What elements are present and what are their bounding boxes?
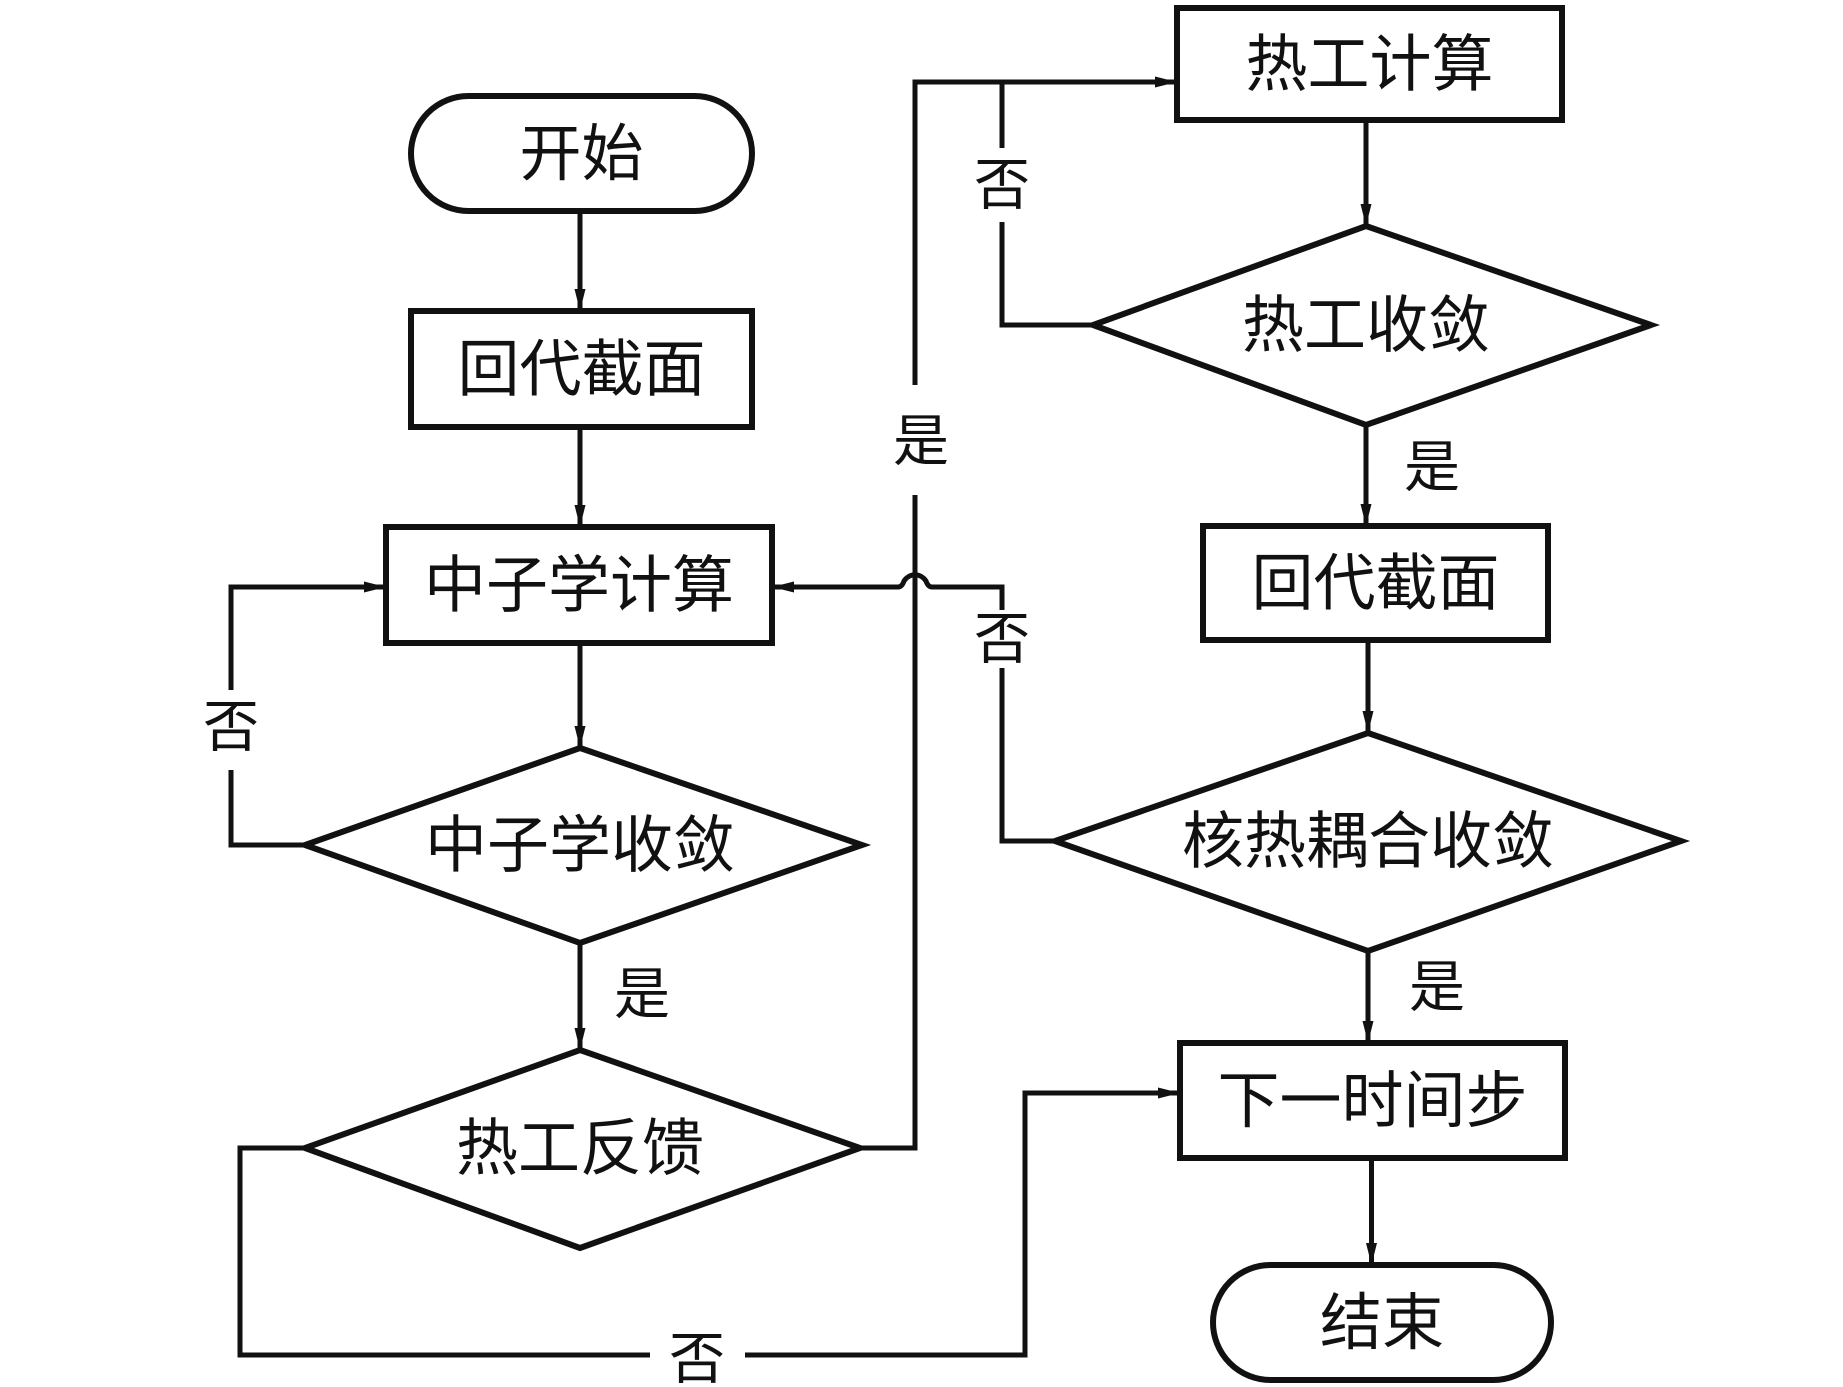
th-feedback-no-label: 否 <box>669 1328 725 1387</box>
edges-group <box>228 76 1377 1358</box>
next-step-label: 下一时间步 <box>1217 1064 1527 1137</box>
neutron-calc-label: 中子学计算 <box>424 549 734 622</box>
neutron-conv-no-label: 否 <box>203 696 259 761</box>
xs2-process-box <box>1200 523 1551 643</box>
end-terminal <box>1210 1262 1554 1383</box>
xs2-label: 回代截面 <box>1251 547 1499 620</box>
neutron-conv-decision <box>296 744 872 947</box>
th-conv-decision <box>1084 222 1661 429</box>
th-calc-process-box <box>1174 5 1565 123</box>
start-label: 开始 <box>519 117 643 190</box>
next-step-process-box <box>1177 1040 1568 1161</box>
neutron-calc-process-box <box>383 524 775 646</box>
edge-th-conv-no-loop-a <box>999 222 1093 328</box>
edge-coupling-no-b <box>772 572 1005 610</box>
edge-th-feedback-yes-b <box>912 76 1177 385</box>
edge-labels-group: 否 是 是 否 否 是 否 是 <box>203 154 1465 1387</box>
th-conv-yes-label: 是 <box>1404 436 1460 501</box>
neutron-conv-yes-label: 是 <box>614 963 670 1028</box>
node-labels-group: 开始 回代截面 中子学计算 中子学收敛 热工反馈 热工计算 热工收敛 回代截面 … <box>424 28 1554 1360</box>
th-conv-no-label: 否 <box>974 154 1030 219</box>
th-calc-label: 热工计算 <box>1245 28 1493 101</box>
edge-th-feedback-no-b <box>745 1087 1180 1358</box>
edge-neutron-conv-no-loop-b <box>228 581 386 690</box>
edge-th-feedback-yes-a <box>860 495 918 1151</box>
xs1-process-box <box>408 308 755 430</box>
th-feedback-label: 热工反馈 <box>456 1112 704 1185</box>
neutron-conv-label: 中子学收敛 <box>425 809 735 882</box>
coupling-conv-label: 核热耦合收敛 <box>1182 805 1554 878</box>
th-feedback-decision <box>296 1046 869 1252</box>
edge-coupling-no-a <box>999 668 1055 844</box>
edge-th-feedback-no-a <box>237 1145 650 1358</box>
start-terminal <box>408 93 755 214</box>
coupling-conv-decision <box>1045 729 1691 955</box>
th-feedback-yes-label: 是 <box>893 410 949 475</box>
edge-neutron-conv-no-loop-a <box>228 770 305 848</box>
end-label: 结束 <box>1320 1286 1444 1359</box>
xs1-label: 回代截面 <box>457 333 705 406</box>
coupling-conv-yes-label: 是 <box>1409 956 1465 1021</box>
nodes-group <box>296 5 1691 1383</box>
coupling-conv-no-label: 否 <box>974 608 1030 673</box>
th-conv-label: 热工收敛 <box>1242 289 1490 362</box>
